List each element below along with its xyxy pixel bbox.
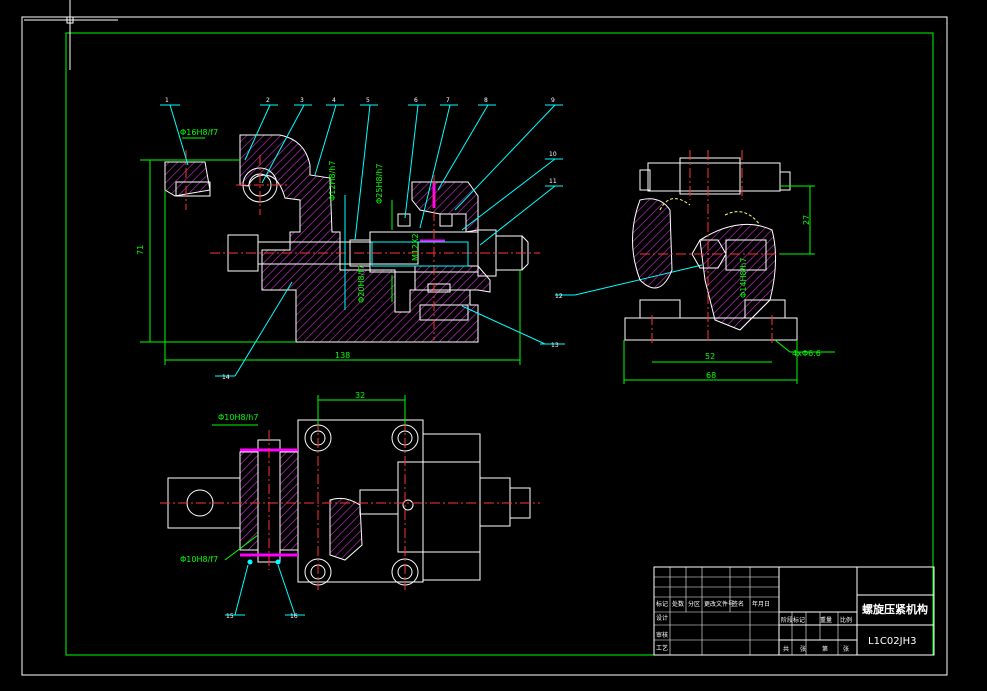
dim-side-holes: 4xΦ6.6 xyxy=(792,349,821,358)
tb-row-label-4: 工艺 xyxy=(656,644,668,652)
drawing-code: L1C02JH3 xyxy=(868,636,916,647)
dim-front-width: 138 xyxy=(335,351,350,360)
sheet-frame xyxy=(21,0,948,676)
title-block: 标记 设计 审核 工艺 处数 分区 更改文件号 签名 年月日 阶段标记 重量 比… xyxy=(653,566,935,656)
tb-row-label-3: 审核 xyxy=(656,631,668,639)
balloon-10: 10 xyxy=(549,151,557,158)
tb-header-1: 处数 xyxy=(672,600,684,608)
dim-front-fit-1: Φ16H8/f7 xyxy=(180,128,218,137)
dim-front-height: 71 xyxy=(136,245,145,255)
dim-front-fit-2: Φ25H8/h7 xyxy=(375,164,384,204)
dim-front-fit-4: Φ12H8/h7 xyxy=(328,161,337,201)
balloon-2: 2 xyxy=(266,97,270,104)
dim-side-fit: Φ14H8/h7 xyxy=(739,258,748,298)
tb-footer-3: 第 xyxy=(822,645,828,653)
balloon-labels: 1 2 3 4 5 6 7 8 9 10 11 12 13 14 15 16 xyxy=(165,97,563,620)
drawing-title: 螺旋压紧机构 xyxy=(862,602,928,616)
balloon-1: 1 xyxy=(165,97,169,104)
tb-footer-2: 张 xyxy=(800,645,806,653)
dim-front-thread: M12X2 xyxy=(411,233,420,261)
balloon-5: 5 xyxy=(366,97,370,104)
dim-top-fit-2: Φ10H8/f7 xyxy=(180,555,218,564)
tb-footer-1: 共 xyxy=(783,645,789,653)
balloon-14: 14 xyxy=(222,374,230,381)
balloon-13: 13 xyxy=(551,342,559,349)
dim-top-fit-1: Φ10H8/h7 xyxy=(218,413,258,422)
balloon-12: 12 xyxy=(555,293,563,300)
leaders xyxy=(160,104,703,616)
front-section-view: 71 138 Φ16H8/f7 Φ25H8/h7 Φ20H8/f7 M12X2 … xyxy=(136,128,540,365)
side-view: 52 68 27 Φ14H8/h7 4xΦ6.6 xyxy=(623,150,835,384)
top-view: 32 Φ10H8/h7 Φ10H8/f7 xyxy=(160,391,540,590)
balloon-7: 7 xyxy=(446,97,450,104)
tb-stage-3: 比例 xyxy=(840,616,852,624)
balloon-11: 11 xyxy=(549,178,557,185)
tb-row-label-2: 设计 xyxy=(656,614,668,622)
balloon-3: 3 xyxy=(300,97,304,104)
cursor-crosshair xyxy=(24,0,118,70)
dim-side-68: 68 xyxy=(706,371,716,380)
dim-side-52: 52 xyxy=(705,352,715,361)
tb-header-2: 分区 xyxy=(688,600,700,608)
balloon-8: 8 xyxy=(484,97,488,104)
tb-header-4: 签名 xyxy=(732,600,744,608)
tb-stage-1: 阶段标记 xyxy=(781,616,805,624)
balloon-4: 4 xyxy=(332,97,336,104)
tb-header-3: 更改文件号 xyxy=(704,600,734,608)
dim-front-fit-3: Φ20H8/f7 xyxy=(357,265,366,303)
tb-stage-2: 重量 xyxy=(820,616,832,624)
tb-footer-4: 张 xyxy=(843,645,849,653)
dim-top-32: 32 xyxy=(355,391,365,400)
dim-side-27: 27 xyxy=(802,215,811,225)
balloon-9: 9 xyxy=(551,97,555,104)
balloon-6: 6 xyxy=(414,97,418,104)
tb-header-5: 年月日 xyxy=(752,600,770,608)
balloon-15: 15 xyxy=(226,613,234,620)
balloon-16: 16 xyxy=(290,613,298,620)
tb-row-label-1: 标记 xyxy=(656,600,668,608)
